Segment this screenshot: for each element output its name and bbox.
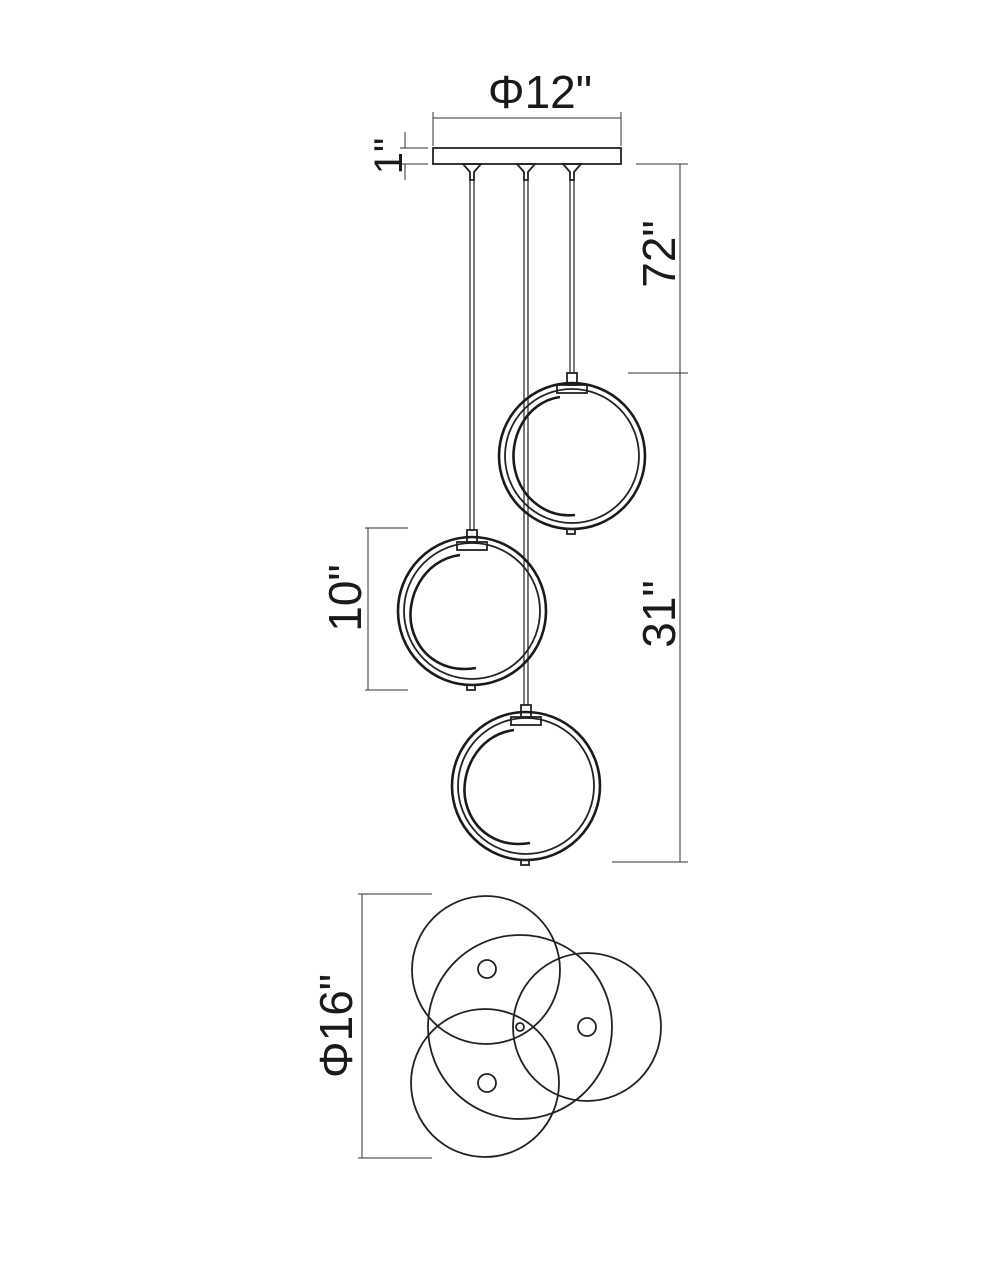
overall-drop-dimension: 31" — [612, 373, 688, 863]
cord-length-dimension: 72" — [628, 163, 688, 374]
globe-height-label: 10" — [319, 564, 371, 632]
cord-length-label: 72" — [633, 220, 685, 288]
pendant-cords — [469, 180, 575, 705]
canopy-height-label: 1" — [367, 138, 411, 174]
pendant-ring-left — [396, 529, 548, 691]
spread-diameter-dimension: Φ16" — [310, 893, 432, 1159]
spread-diameter-label: Φ16" — [310, 974, 362, 1078]
overall-drop-label: 31" — [633, 580, 685, 648]
cord-connectors — [461, 163, 583, 181]
pendant-ring-right — [497, 372, 647, 535]
canopy-diameter-label: Φ12" — [488, 66, 592, 118]
canopy: Φ12" 1" — [367, 66, 622, 180]
top-view — [410, 895, 662, 1158]
globe-height-dimension: 10" — [319, 527, 408, 691]
pendant-ring-bottom — [450, 704, 602, 866]
